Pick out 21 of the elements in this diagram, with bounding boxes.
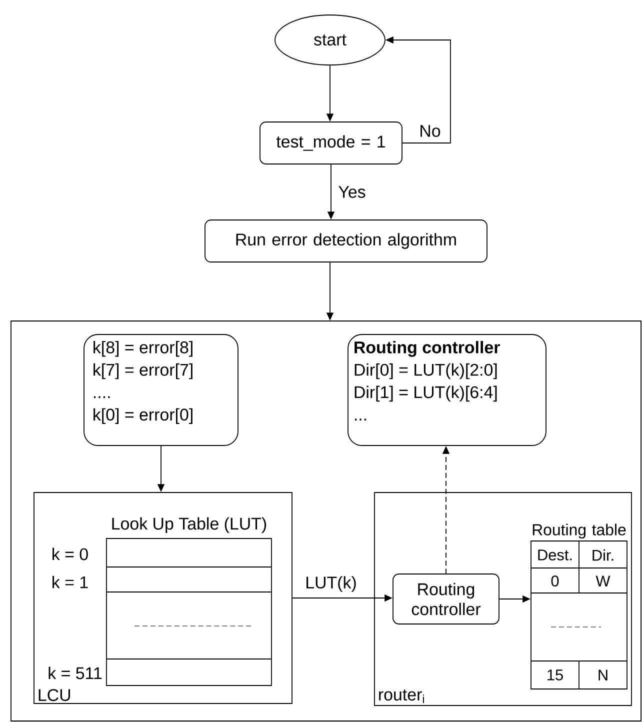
table-value: W [596,576,610,586]
table-value: 0 [551,576,559,586]
table-value: 15 [548,670,563,680]
controller-box: Routing controller Dir[0] = LUT(k)[2:0] Dir[1] = LUT(k)[6:4] ... [348,334,546,446]
table-value: N [598,670,608,680]
edge-label: LUT(k) [304,575,358,593]
node-label: Look Up Table (LUT) [112,517,266,534]
table-header: Dir. [592,549,614,561]
edge-label: Yes [337,185,367,199]
controller-box: Routing controller [392,574,500,624]
outer-frame [10,320,642,722]
process-box: Run error detection algorithm [204,220,488,262]
node-label: k = 1 [52,576,88,588]
lookup-table: Look Up Table (LUT) k = 0 k = 1 k = 511 [48,517,272,686]
node-label: k = 0 [52,548,88,560]
table-header: Dest. [538,550,572,560]
decision-box: test_mode = 1 [260,122,402,164]
node-label: k = 511 [48,666,102,680]
edge-label: No [418,124,442,138]
assignment-box: k[8] = error[8] k[7] = error[7] .... k[0] = error[0] [84,334,238,446]
node-label: Routing table [532,524,626,539]
